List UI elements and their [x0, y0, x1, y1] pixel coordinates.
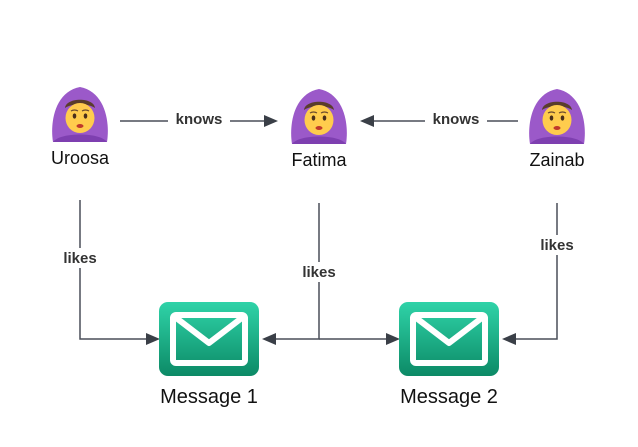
edge-label-bg: [425, 110, 487, 130]
envelope-icon: [399, 302, 499, 376]
edge-label-bg: [57, 248, 103, 268]
person-node-zainab[interactable]: Zainab: [528, 88, 586, 170]
edge-zainab-likes-message-2: [502, 203, 558, 345]
woman-with-headscarf-icon: [528, 88, 586, 145]
edge-label-knows-2: knows: [433, 111, 480, 128]
edge-label-likes-2: likes: [302, 264, 335, 281]
person-name: Zainab: [529, 150, 584, 170]
person-node-fatima[interactable]: Fatima: [290, 88, 348, 170]
message-node-2[interactable]: Message 2: [399, 302, 499, 408]
edge-label-bg: [534, 235, 580, 255]
woman-with-headscarf-icon: [51, 86, 109, 143]
edge-label-bg: [168, 110, 230, 130]
edge-label-knows-1: knows: [176, 111, 223, 128]
edge-fatima-likes-message-2: [319, 333, 400, 345]
edge-label-bg: [296, 262, 342, 282]
person-name: Fatima: [291, 150, 347, 170]
edge-label-likes-3: likes: [540, 237, 573, 254]
woman-with-headscarf-icon: [290, 88, 348, 145]
person-node-uroosa[interactable]: Uroosa: [51, 86, 110, 168]
message-node-1[interactable]: Message 1: [159, 302, 259, 408]
envelope-icon: [159, 302, 259, 376]
edge-label-likes-1: likes: [63, 250, 96, 267]
message-label: Message 2: [400, 386, 498, 408]
message-label: Message 1: [160, 386, 258, 408]
edge-uroosa-likes-message-1: [79, 200, 160, 345]
person-name: Uroosa: [51, 148, 110, 168]
